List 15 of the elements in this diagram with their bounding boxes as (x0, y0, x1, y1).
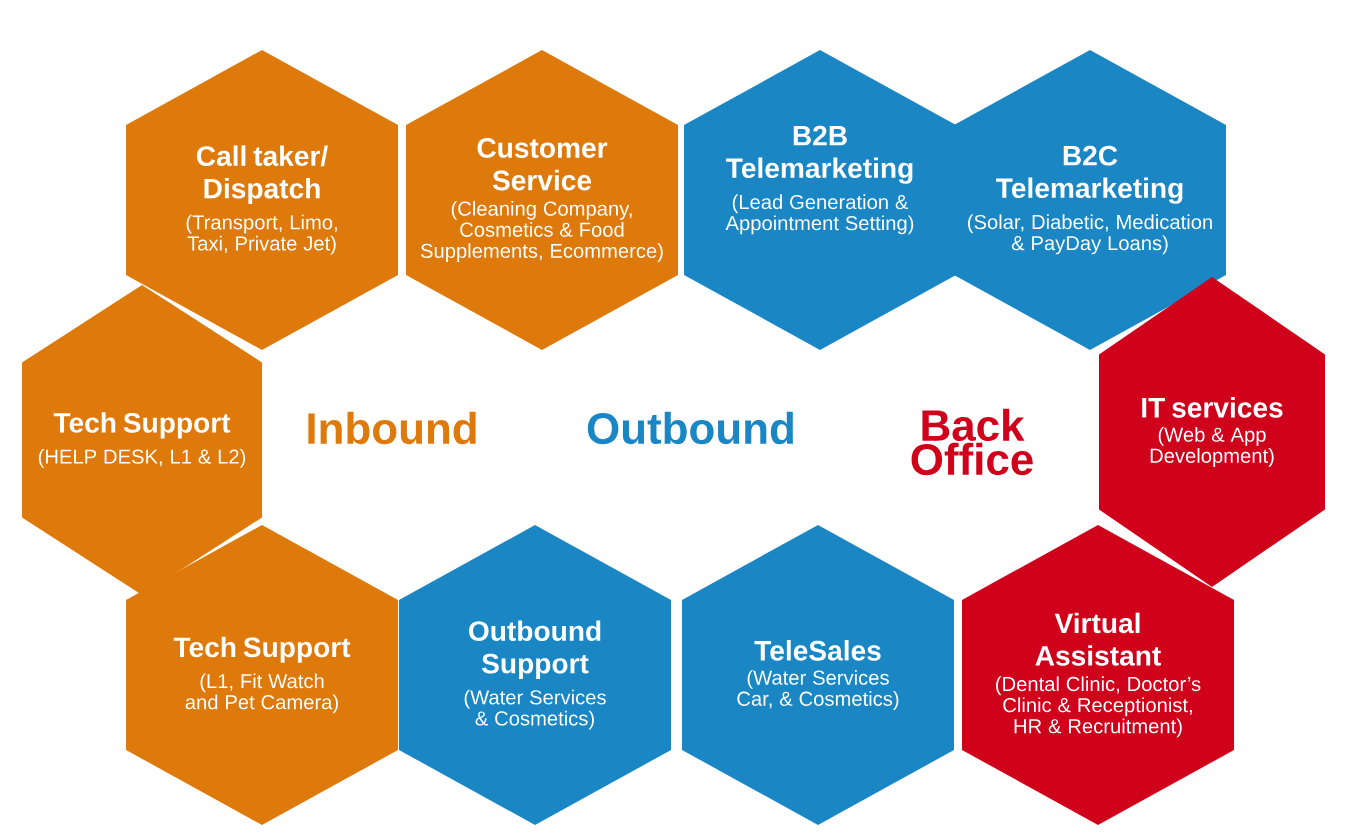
hexagon: Customer Service (Cleaning Company, Cosmetics & Food Supplements, Ecommerce) (406, 50, 678, 350)
hexagon: Virtual Assistant (Dental Clinic, Doctor’s Clinic & Receptionist, HR & Recruitment) (962, 525, 1234, 825)
node-label: (HELP DESK, L1 & L2) (38, 448, 246, 468)
category-label: Outbound (587, 411, 793, 445)
hexagon: TeleSales (Water Services Car, & Cosmetics) (682, 525, 954, 825)
hexagon: Tech Support (HELP DESK, L1 & L2) (22, 285, 262, 595)
node-label: Tech Support (53, 412, 231, 439)
hexagon: B2B Telemarketing (Lead Generation & Appointment Setting) (684, 50, 956, 350)
hexagon: Outbound Support (Water Services & Cosmetics) (399, 525, 671, 825)
hexagon: B2C Telemarketing (Solar, Diabetic, Medication & PayDay Loans) (954, 50, 1226, 350)
category-label: Back Office (911, 408, 1033, 476)
hexagon: Call taker/ Dispatch (Transport, Limo, Taxi, Private Jet) (126, 50, 398, 350)
hexagon: IT services (Web & App Development) (1099, 277, 1325, 587)
category-label: Inbound (308, 411, 476, 445)
hexagon: Tech Support (L1, Fit Watch and Pet Camera) (126, 525, 398, 825)
